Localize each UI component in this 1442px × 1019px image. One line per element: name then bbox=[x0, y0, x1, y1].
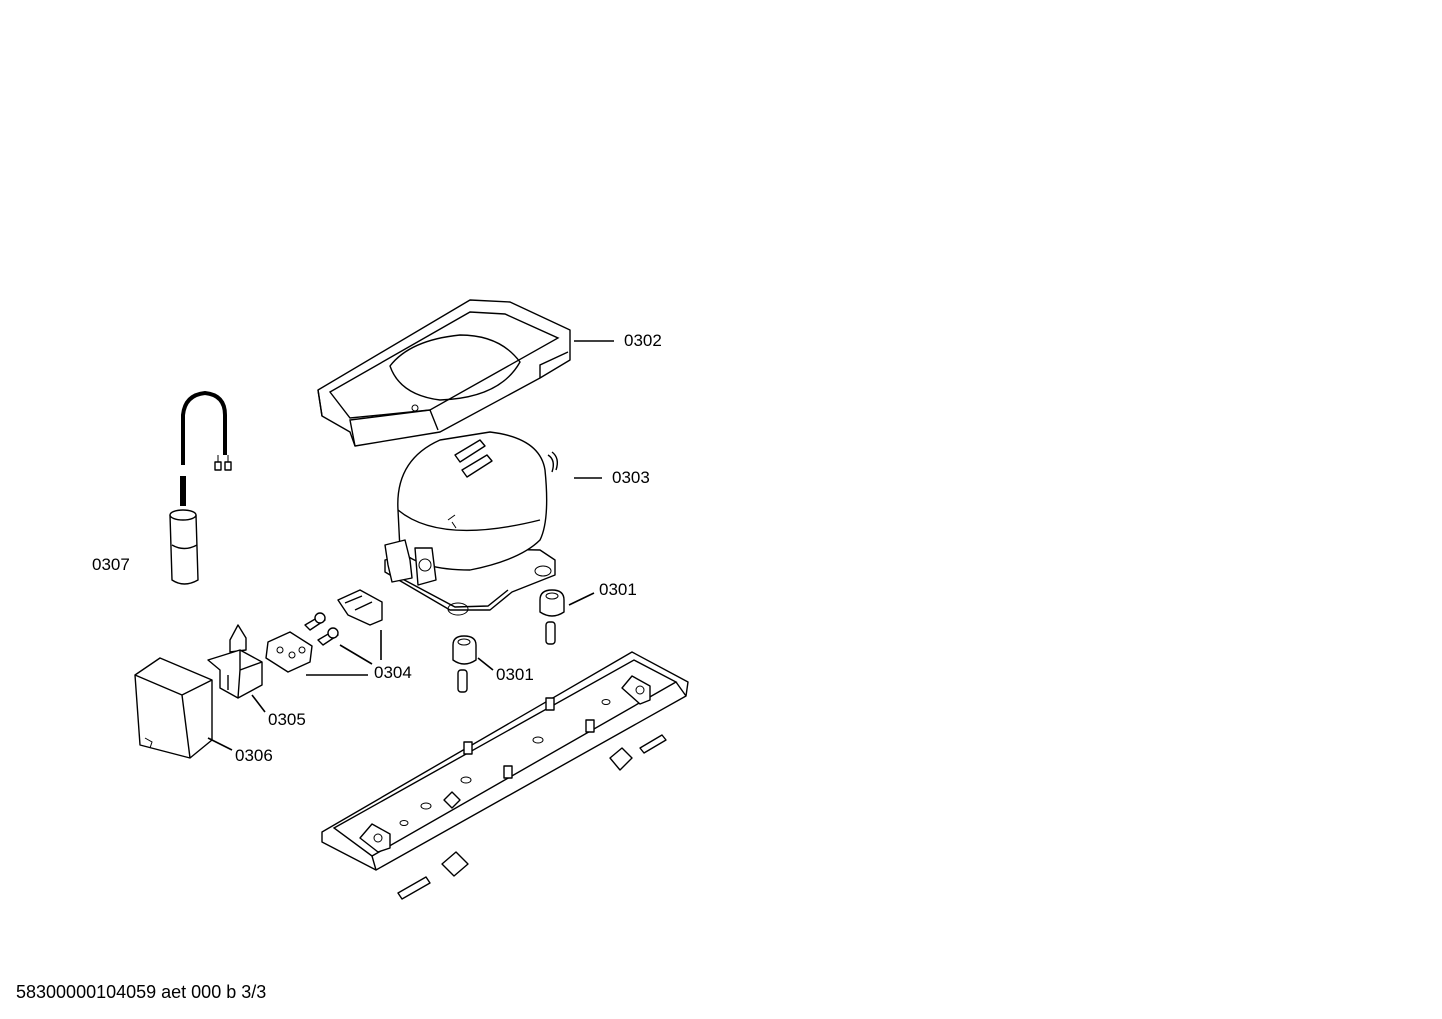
part-label-0307[interactable]: 0307 bbox=[92, 555, 130, 574]
part-label-0303[interactable]: 0303 bbox=[612, 468, 650, 487]
part-label-0302[interactable]: 0302 bbox=[624, 331, 662, 350]
leader-0301-right bbox=[568, 592, 595, 606]
leader-0304 bbox=[306, 630, 382, 676]
relay-cover-0306 bbox=[134, 657, 213, 759]
mounting-rail bbox=[321, 651, 689, 871]
drip-tray-0302 bbox=[317, 299, 571, 447]
part-label-0306[interactable]: 0306 bbox=[235, 746, 273, 765]
leader-0306 bbox=[207, 737, 233, 751]
part-label-0301-right[interactable]: 0301 bbox=[599, 580, 637, 599]
part-label-0305[interactable]: 0305 bbox=[268, 710, 306, 729]
leader-0305 bbox=[251, 694, 266, 713]
relay-0305 bbox=[207, 624, 263, 699]
capacitor-0307 bbox=[169, 390, 232, 585]
compressor-0303 bbox=[384, 431, 559, 616]
sleeve-and-pin-right bbox=[609, 734, 667, 771]
sleeve-and-pin-left bbox=[397, 851, 469, 900]
rubber-foot-0301-right bbox=[539, 589, 565, 645]
document-code: 58300000104059 aet 000 b 3/3 bbox=[16, 982, 267, 1002]
leader-0301-left bbox=[477, 657, 494, 671]
part-label-0304[interactable]: 0304 bbox=[374, 663, 412, 682]
rubber-foot-0301-left bbox=[452, 635, 477, 693]
part-label-0301-left[interactable]: 0301 bbox=[496, 665, 534, 684]
clip-screws-0304 bbox=[265, 589, 383, 673]
